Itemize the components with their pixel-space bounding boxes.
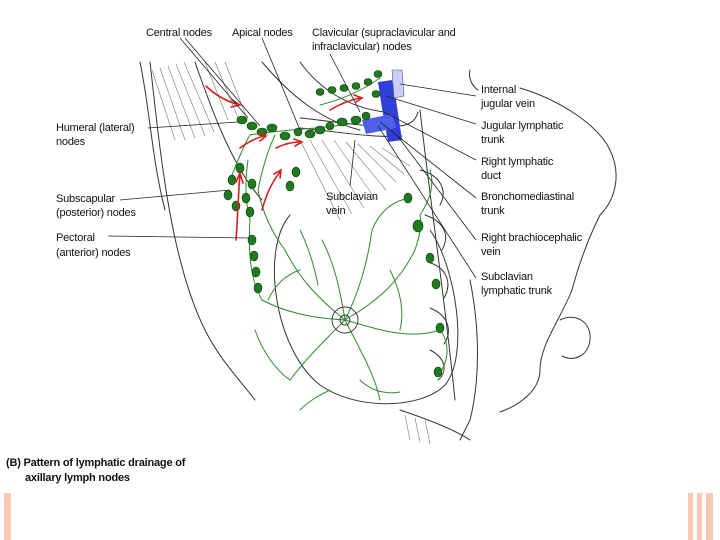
label-internal-jugular-line2: jugular vein [481, 98, 535, 110]
label-apical-nodes: Apical nodes [232, 27, 293, 39]
figure-caption-line1: (B) Pattern of lymphatic drainage of [6, 457, 186, 469]
label-central-nodes: Central nodes [146, 27, 212, 39]
label-subclavian-trunk-line2: lymphatic trunk [481, 285, 552, 297]
accent-bar-right-3 [706, 493, 713, 540]
label-pectoral-nodes-line1: Pectoral [56, 232, 95, 244]
drainage-arrows [205, 85, 364, 241]
figure-caption-line2: axillary lymph nodes [25, 472, 130, 484]
label-humeral-nodes-line1: Humeral (lateral) [56, 122, 135, 134]
label-jugular-trunk-line1: Jugular lymphatic [481, 120, 564, 132]
label-bronchomediastinal-line1: Bronchomediastinal [481, 191, 575, 203]
label-subscapular-nodes-line1: Subscapular [56, 193, 115, 205]
label-subclavian-vein-line2: vein [326, 205, 346, 217]
label-jugular-trunk-line2: trunk [481, 134, 505, 146]
label-internal-jugular-line1: Internal [481, 84, 517, 96]
accent-bar-right-2 [697, 493, 702, 540]
accent-bar-left [4, 493, 11, 540]
muscle-hatching [151, 61, 431, 445]
veins [362, 69, 405, 142]
label-humeral-nodes-line2: nodes [56, 136, 85, 148]
label-subscapular-nodes-line2: (posterior) nodes [56, 207, 136, 219]
label-bronchomediastinal-line2: trunk [481, 205, 505, 217]
lymph-nodes [223, 70, 445, 378]
accent-bar-right-1 [688, 493, 693, 540]
label-brachiocephalic-line1: Right brachiocephalic [481, 232, 582, 244]
lymph-vessels [229, 77, 448, 411]
label-right-lymphatic-duct-line2: duct [481, 170, 501, 182]
label-pectoral-nodes-line2: (anterior) nodes [56, 247, 131, 259]
body-outline [139, 61, 617, 441]
label-brachiocephalic-line2: vein [481, 246, 501, 258]
leader-lines [107, 37, 477, 279]
label-subclavian-vein-line1: Subclavian [326, 191, 378, 203]
label-subclavian-trunk-line1: Subclavian [481, 271, 533, 283]
label-clavicular-nodes-line2: infraclavicular) nodes [312, 41, 412, 53]
label-clavicular-nodes-line1: Clavicular (supraclavicular and [312, 27, 456, 39]
label-right-lymphatic-duct-line1: Right lymphatic [481, 156, 554, 168]
nipple [331, 306, 359, 334]
